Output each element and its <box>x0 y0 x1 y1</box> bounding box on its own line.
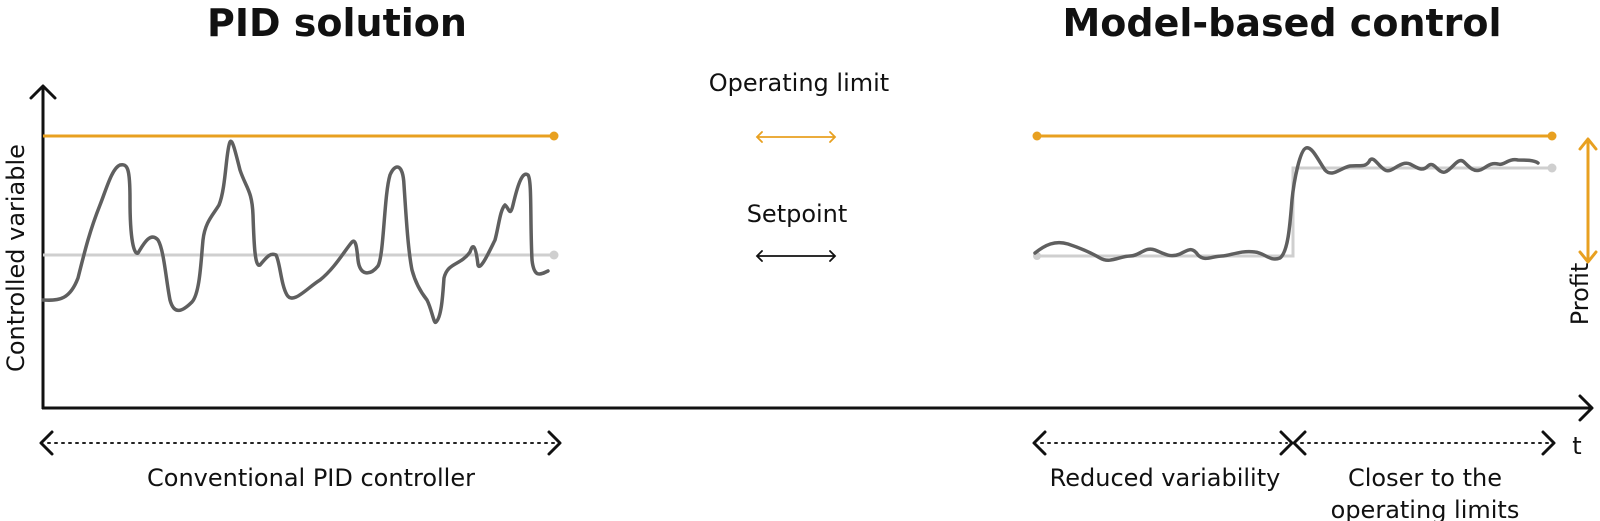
y-axis-arrowhead <box>29 84 57 100</box>
profit-label: Profit <box>1566 263 1594 326</box>
mbc-operating-limit-start-dot <box>1032 131 1042 141</box>
pid-span-left-chevron <box>39 430 54 456</box>
mbc-signal-curve <box>1033 146 1540 262</box>
operating-limit-legend-label: Operating limit <box>709 69 889 97</box>
reduced-variability-label: Reduced variability <box>1050 464 1281 492</box>
mbc-setpoint-end-dot <box>1547 163 1557 173</box>
setpoint-legend-label: Setpoint <box>747 200 848 228</box>
pid-operating-limit-endpoint <box>549 131 559 141</box>
x-axis-arrowhead <box>1578 394 1594 422</box>
model-based-control-title: Model-based control <box>1062 1 1501 45</box>
pid-span-right-chevron <box>547 430 562 456</box>
pid-setpoint-endpoint <box>549 250 559 260</box>
profit-arrow <box>1578 137 1598 264</box>
pid-solution-title: PID solution <box>207 1 467 45</box>
operating-limit-legend-arrow <box>755 131 837 143</box>
closer-limits-left-chevron <box>1292 430 1307 456</box>
y-axis-label: Controlled variable <box>2 144 30 372</box>
closer-limits-label-line2: operating limits <box>1331 496 1520 521</box>
mbc-operating-limit-end-dot <box>1547 131 1557 141</box>
setpoint-legend-arrow <box>755 250 837 262</box>
pid-signal-curve <box>41 139 550 325</box>
conventional-pid-label: Conventional PID controller <box>147 464 475 492</box>
closer-limits-label-line1: Closer to the <box>1348 464 1502 492</box>
closer-limits-right-chevron <box>1541 430 1556 456</box>
reduced-variability-right-chevron <box>1279 430 1294 456</box>
x-axis-label: t <box>1572 432 1581 460</box>
reduced-variability-left-chevron <box>1032 430 1047 456</box>
